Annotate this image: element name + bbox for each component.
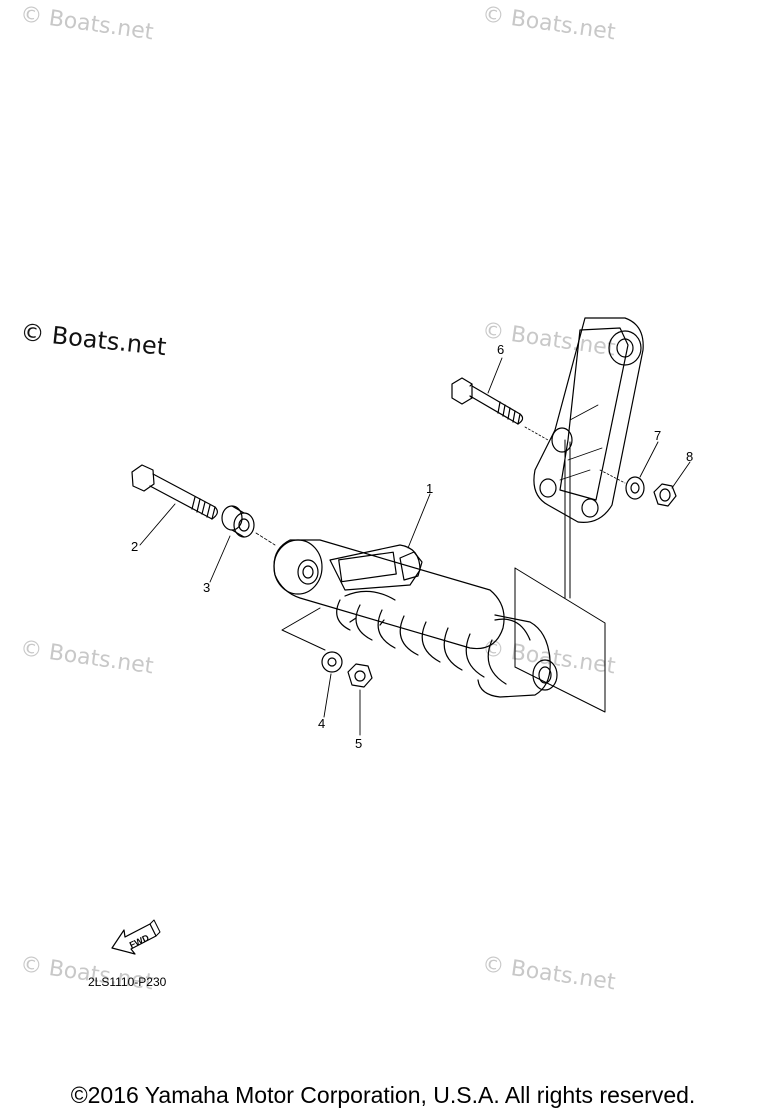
rear-shock-absorber [273,539,558,698]
linkage-arm [533,317,644,523]
callout-1: 1 [426,481,433,496]
copyright-notice: ©2016 Yamaha Motor Corporation, U.S.A. A… [70,1082,696,1108]
nut-8 [653,483,677,507]
forward-arrow-icon: FWD [111,919,161,955]
callout-4: 4 [318,716,325,731]
callout-8: 8 [686,449,693,464]
callout-6: 6 [497,342,504,357]
bolt-2 [131,464,218,520]
bolt-6 [451,377,524,425]
washer-4 [321,651,343,673]
callout-5: 5 [355,736,362,751]
fwd-label: FWD [128,932,151,950]
assembly-lines [281,439,606,713]
callout-7: 7 [654,428,661,443]
leader-lines [139,357,691,736]
collar-3 [221,505,255,538]
nut-5 [347,663,373,688]
callout-3: 3 [203,580,210,595]
reference-code: 2LS1110-P230 [88,975,167,989]
callout-2: 2 [131,539,138,554]
washer-7 [625,476,645,500]
